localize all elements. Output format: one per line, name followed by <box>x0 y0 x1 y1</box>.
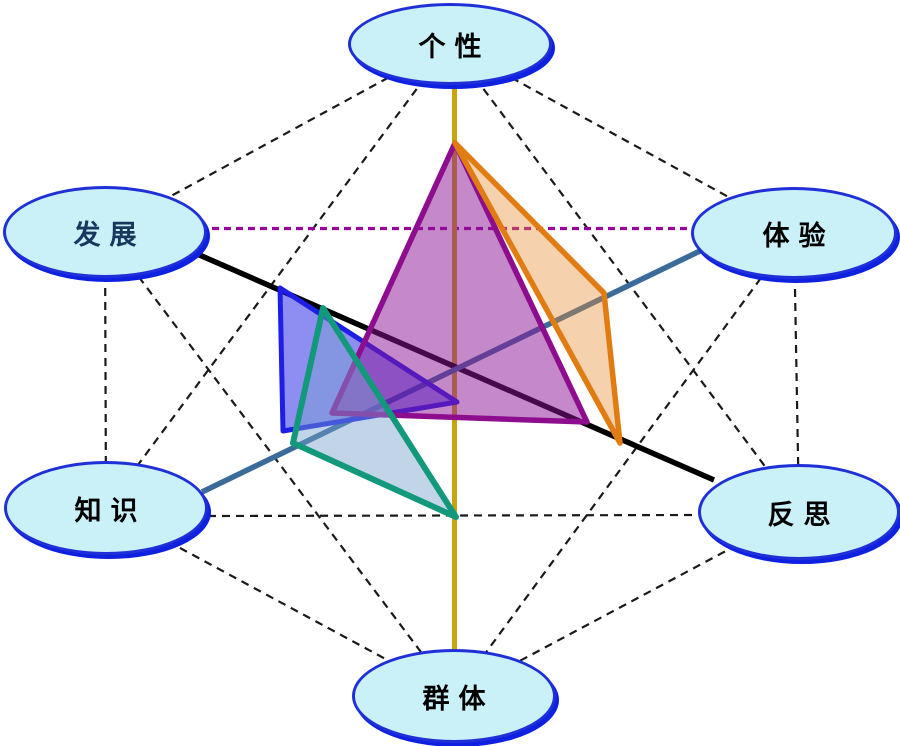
edge-tiyan-fansi <box>792 232 801 513</box>
node-zhishi: 知识 <box>4 461 208 555</box>
orange-triangle <box>452 140 623 446</box>
purple-triangle <box>329 140 590 425</box>
edge-gexing-zhishi <box>105 43 451 509</box>
node-zhishi-label: 知识 <box>74 495 147 527</box>
node-fazhan-label: 发展 <box>73 219 146 251</box>
teal-triangle <box>290 305 459 520</box>
node-gexing: 个性 <box>348 3 552 85</box>
node-gexing-label: 个性 <box>418 31 491 63</box>
node-fansi: 反思 <box>698 464 900 560</box>
edge-fazhan-qunti <box>104 231 455 697</box>
node-tiyan-label: 体验 <box>762 220 835 252</box>
node-fansi-label: 反思 <box>767 499 840 531</box>
node-qunti-label: 群体 <box>422 683 495 715</box>
node-tiyan: 体验 <box>691 187 897 279</box>
edge-tiyan-qunti <box>453 232 795 697</box>
node-qunti: 群体 <box>352 649 556 743</box>
node-fazhan: 发展 <box>3 186 207 278</box>
